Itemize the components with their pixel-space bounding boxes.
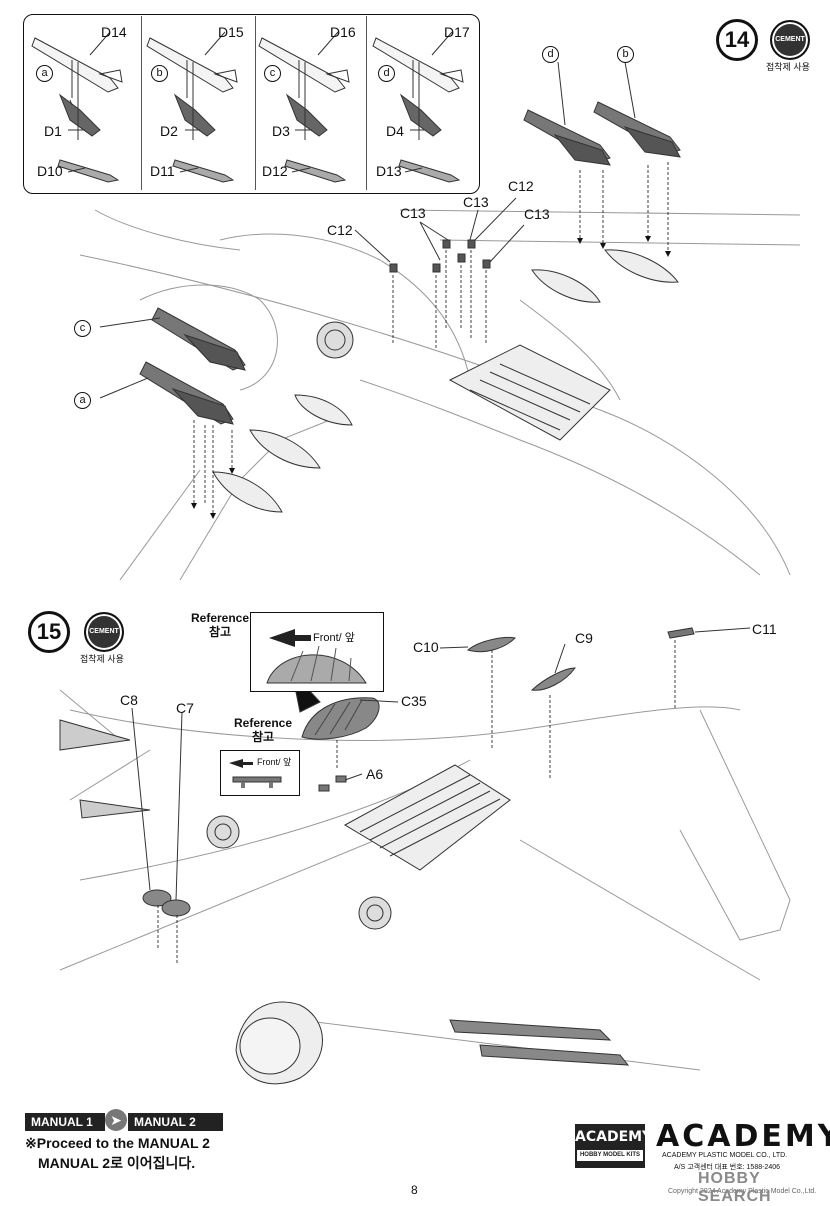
inset-missile-d [372,37,464,183]
manual-2-label: MANUAL 2 [128,1113,223,1131]
inset-missile-a [31,37,123,183]
academy-wordmark: ACADEMY [656,1119,830,1154]
missile-d-right [523,109,611,166]
reference-1-front-label: Front/ 앞 [313,632,355,644]
label-variant-d-right: d [542,44,559,63]
label-c7: C7 [176,700,194,716]
proceed-note-ko: MANUAL 2로 이어집니다. [38,1155,196,1171]
inset-divider [141,16,142,190]
inset-missile-b [146,37,238,183]
missile-c-left [151,307,246,371]
reference-2-box: Front/ 앞 [220,750,300,796]
inset-label-d11: D11 [150,163,175,179]
company-name: ACADEMY PLASTIC MODEL CO., LTD. [662,1152,788,1159]
watermark: HOBBY SEARCH [698,1170,772,1205]
inset-label-d1: D1 [44,123,62,139]
label-c10: C10 [413,639,439,655]
academy-hobby-logo: ACADEMY HOBBY MODEL KITS [575,1124,652,1168]
missile-b-right [593,101,681,158]
inset-label-d3: D3 [272,123,290,139]
step-14-inset-box [23,14,480,194]
step-15-number: 15 [28,611,70,653]
label-a6: A6 [366,766,384,782]
inset-label-d4: D4 [386,123,404,139]
label-c12-right: C12 [508,178,534,194]
inset-label-d17: D17 [444,24,470,40]
arrow-right-icon: ➤ [105,1109,127,1131]
inset-label-d13: D13 [376,163,402,179]
label-c13-left: C13 [400,205,426,221]
reference-2-part [229,759,282,788]
reference-2-front-label: Front/ 앞 [257,757,292,767]
label-c13-right: C13 [524,206,550,222]
cement-icon: CEMENT [84,612,124,652]
inset-label-d15: D15 [218,24,244,40]
missile-a-left [139,361,234,425]
cement-icon: CEMENT [770,20,810,60]
label-c35: C35 [401,693,427,709]
proceed-note-en: ※Proceed to the MANUAL 2 [25,1135,210,1151]
inset-label-d14: D14 [101,24,127,40]
inset-label-variant-b: b [151,63,168,82]
copyright-text: Copyright 2024 Academy Plastic Model Co.… [668,1188,817,1195]
inset-divider [255,16,256,190]
manual-1-label: MANUAL 1 [25,1113,105,1131]
label-variant-b-right: b [617,44,634,63]
label-c13-mid: C13 [463,194,489,210]
inset-divider [366,16,367,190]
label-c11: C11 [752,621,777,637]
service-number: A/S 고객센터 대표 번호: 1588-2406 [674,1164,781,1171]
inset-label-d10: D10 [37,163,63,179]
inset-missile-c [258,37,350,183]
label-c9: C9 [575,630,593,646]
step-15-drawing [59,627,791,1085]
cement-sub-label: 접착제 사용 [80,654,124,664]
reference-1-canopy [266,629,367,684]
step-14-drawing [31,31,801,581]
label-variant-c-left: c [74,318,91,337]
weapons-bay [448,344,611,441]
step-14-number: 14 [716,19,758,61]
inset-label-variant-c: c [264,63,281,82]
inset-label-variant-a: a [36,63,53,82]
inset-label-d16: D16 [330,24,356,40]
cement-sub-label: 접착제 사용 [766,62,810,72]
inset-label-d12: D12 [262,163,288,179]
label-c8: C8 [120,692,138,708]
inset-label-d2: D2 [160,123,178,139]
label-variant-a-left: a [74,390,91,409]
reference-1-box: Front/ 앞 [250,612,384,692]
label-c12-left: C12 [327,222,353,238]
inset-label-variant-d: d [378,63,395,82]
page-number: 8 [411,1183,418,1197]
